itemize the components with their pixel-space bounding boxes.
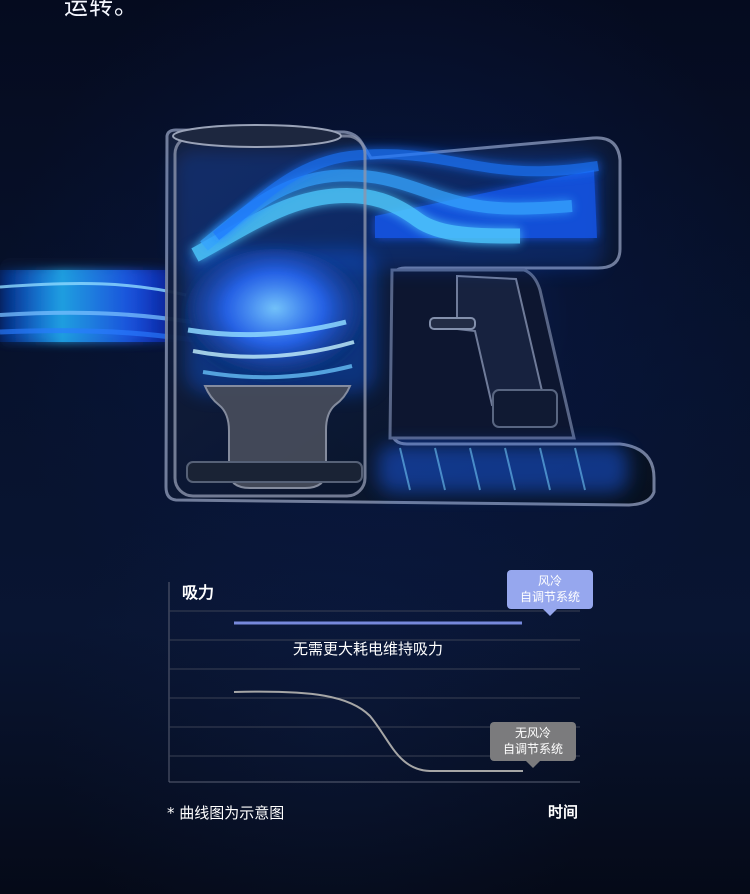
no-air-cooling-label-line-1: 无风冷 <box>514 726 551 740</box>
air-cooled-label-line-1: 风冷 <box>537 574 562 588</box>
dust-bin <box>172 124 367 498</box>
suction-axis-label: 吸力 <box>182 583 215 602</box>
time-axis-label: 时间 <box>548 803 579 821</box>
cut-off-intro-text: 运转。 <box>64 0 139 20</box>
air-cooled-self-regulation-label: 风冷 自调节系统 <box>507 570 593 616</box>
air-cooled-label-line-2: 自调节系统 <box>519 590 580 604</box>
glowing-airflow <box>174 149 628 493</box>
suction-tube <box>0 258 195 348</box>
no-air-cooling-label-line-2: 自调节系统 <box>502 742 563 756</box>
constant-suction-note: 无需更大耗电维持吸力 <box>293 640 444 658</box>
handheld-vacuum-illustration <box>0 124 656 507</box>
chart-footnote: * 曲线图为示意图 <box>167 804 285 822</box>
non-air-cooled-suction-line <box>233 690 523 772</box>
no-air-cooling-self-regulation-label: 无风冷 自调节系统 <box>490 722 576 768</box>
